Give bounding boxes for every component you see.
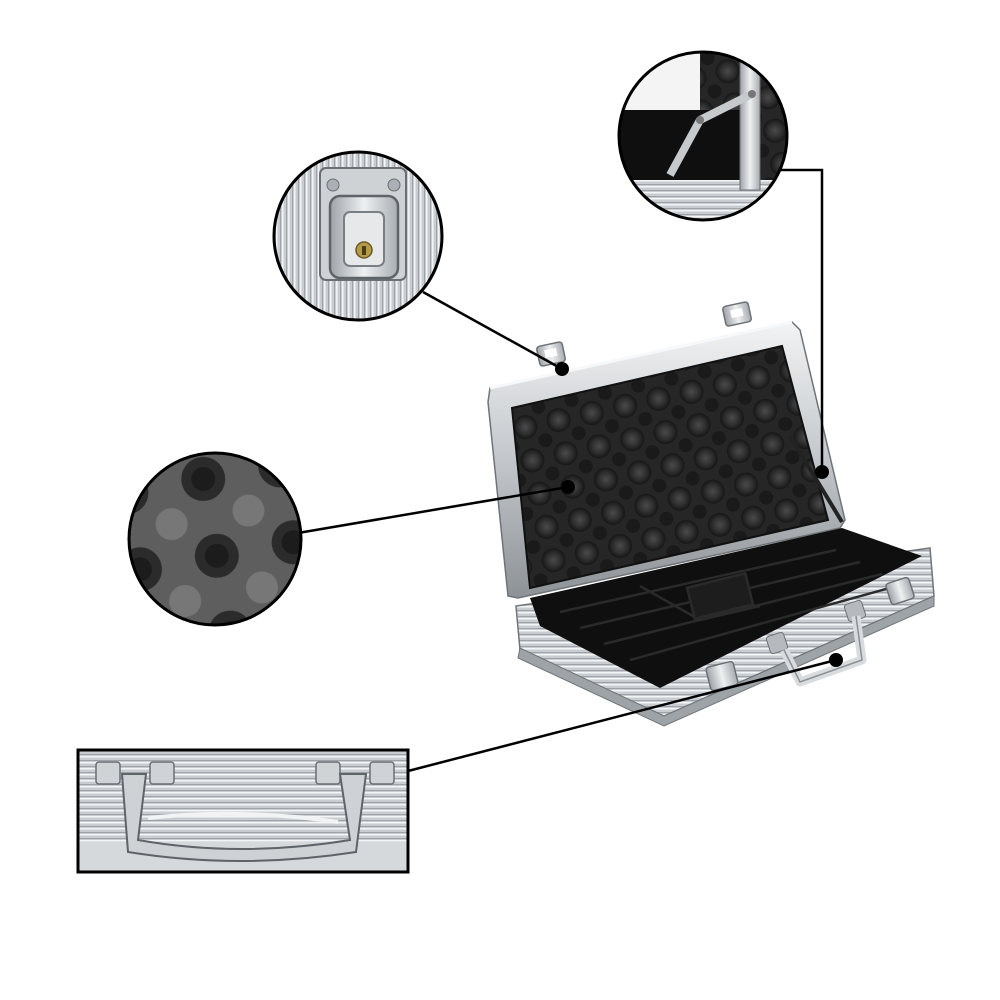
callout-lines [297, 168, 837, 773]
lid-latch-right [722, 301, 752, 327]
lock-icon [355, 241, 373, 259]
callout-dots [555, 362, 843, 667]
aluminum-case [487, 301, 935, 727]
hinge-support-detail [617, 50, 789, 222]
case-lid-foam [510, 344, 830, 590]
foam-detail [127, 451, 303, 627]
handle-detail [76, 748, 410, 874]
hinge-icon [666, 90, 756, 177]
lid-support-arm [788, 434, 844, 524]
handle-icon [95, 761, 395, 862]
chip-tray [559, 548, 905, 662]
lock-detail [272, 150, 444, 322]
base-latch-right [885, 576, 915, 606]
case-handle [765, 599, 867, 687]
